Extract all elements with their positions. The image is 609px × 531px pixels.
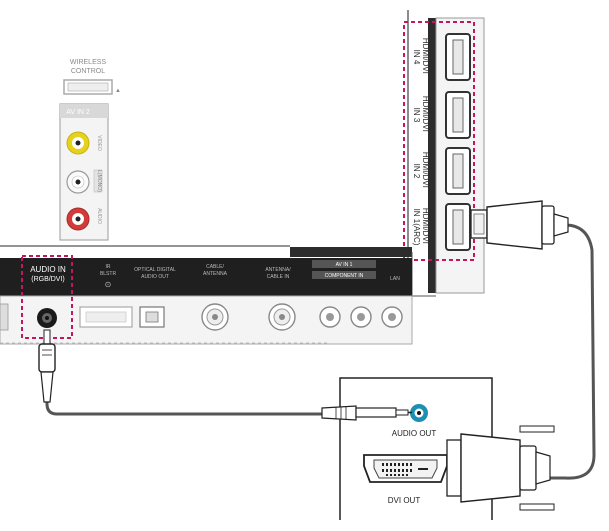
component-jack-1 <box>319 306 341 328</box>
ir-blaster-icon: ⊙ <box>105 280 112 289</box>
audio-in-label-1: AUDIO IN <box>30 265 66 274</box>
audio-plug-pc-end <box>321 405 412 421</box>
video-label: VIDEO <box>96 135 102 151</box>
hdmi-port-3-label: HDMI/DVI IN 3 <box>412 96 430 134</box>
audio-jack-white <box>66 170 90 194</box>
video-jack-yellow <box>66 131 90 155</box>
av-in-1-label: AV IN 1 <box>336 262 353 268</box>
rear-panel: AUDIO IN (RGB/DVI) IR BLSTR ⊙ OPTICAL DI… <box>0 245 436 345</box>
hdmi-port-2-label: HDMI/DVI IN 2 <box>412 152 430 190</box>
cable-coax-jack <box>201 303 229 331</box>
hdmi-port-4-label: HDMI/DVI IN 4 <box>412 38 430 76</box>
antenna-label-2: CABLE IN <box>267 274 290 280</box>
optical-label-2: AUDIO OUT <box>141 274 169 280</box>
antenna-label-1: ANTENNA/ <box>265 267 291 273</box>
component-jack-2 <box>350 306 372 328</box>
side-av-panel: WIRELESS CONTROL ▲ AV IN 2 VIDEO L(MONO)… <box>59 59 121 241</box>
audio-in-jack <box>37 308 57 328</box>
av-in-2-label: AV IN 2 <box>66 109 90 116</box>
component-in-label: COMPONENT IN <box>325 273 364 279</box>
hdmi-highlight-box <box>403 21 475 261</box>
hdmi-port-1: HDMI/DVI IN 1(ARC) <box>412 203 471 251</box>
audio-in-label-2: (RGB/DVI) <box>31 276 64 283</box>
cable-label-2: ANTENNA <box>203 271 228 277</box>
wireless-control-label-2: CONTROL <box>71 68 105 75</box>
audio-out-label: AUDIO OUT <box>392 429 437 438</box>
cable-label-1: CABLE/ <box>206 264 224 270</box>
hdmi-port-1-label: HDMI/DVI IN 1(ARC) <box>412 208 430 246</box>
dvi-out-label: DVI OUT <box>388 496 421 505</box>
wireless-control-label-1: WIRELESS <box>70 59 107 66</box>
audio-cable <box>38 329 412 421</box>
component-jack-3 <box>381 306 403 328</box>
usb-arrow-icon: ▲ <box>115 88 121 94</box>
antenna-coax-jack <box>268 303 296 331</box>
dvi-out-port <box>363 454 448 483</box>
audio-jack-red <box>66 207 90 231</box>
lan-label: LAN <box>390 276 400 282</box>
audio-plug-tv-end <box>38 329 56 403</box>
dvi-plug <box>446 425 555 511</box>
ir-blaster-label-1: IR <box>106 264 111 270</box>
ir-blaster-label-2: BLSTR <box>100 271 117 277</box>
hdmi-side-panel: HDMI/DVI IN 4 HDMI/DVI IN 3 HDMI/DVI IN … <box>403 10 485 294</box>
audio-out-jack <box>410 404 428 422</box>
hdmi-port-3: HDMI/DVI IN 3 <box>412 91 471 139</box>
optical-label-1: OPTICAL DIGITAL <box>134 267 176 273</box>
hdmi-dvi-cable <box>446 200 596 511</box>
hdmi-plug <box>470 200 569 250</box>
mono-label: L(MONO) <box>96 170 102 192</box>
hdmi-port-2: HDMI/DVI IN 2 <box>412 147 471 195</box>
audio-label: AUDIO <box>96 208 102 224</box>
hdmi-port-4: HDMI/DVI IN 4 <box>412 33 471 81</box>
